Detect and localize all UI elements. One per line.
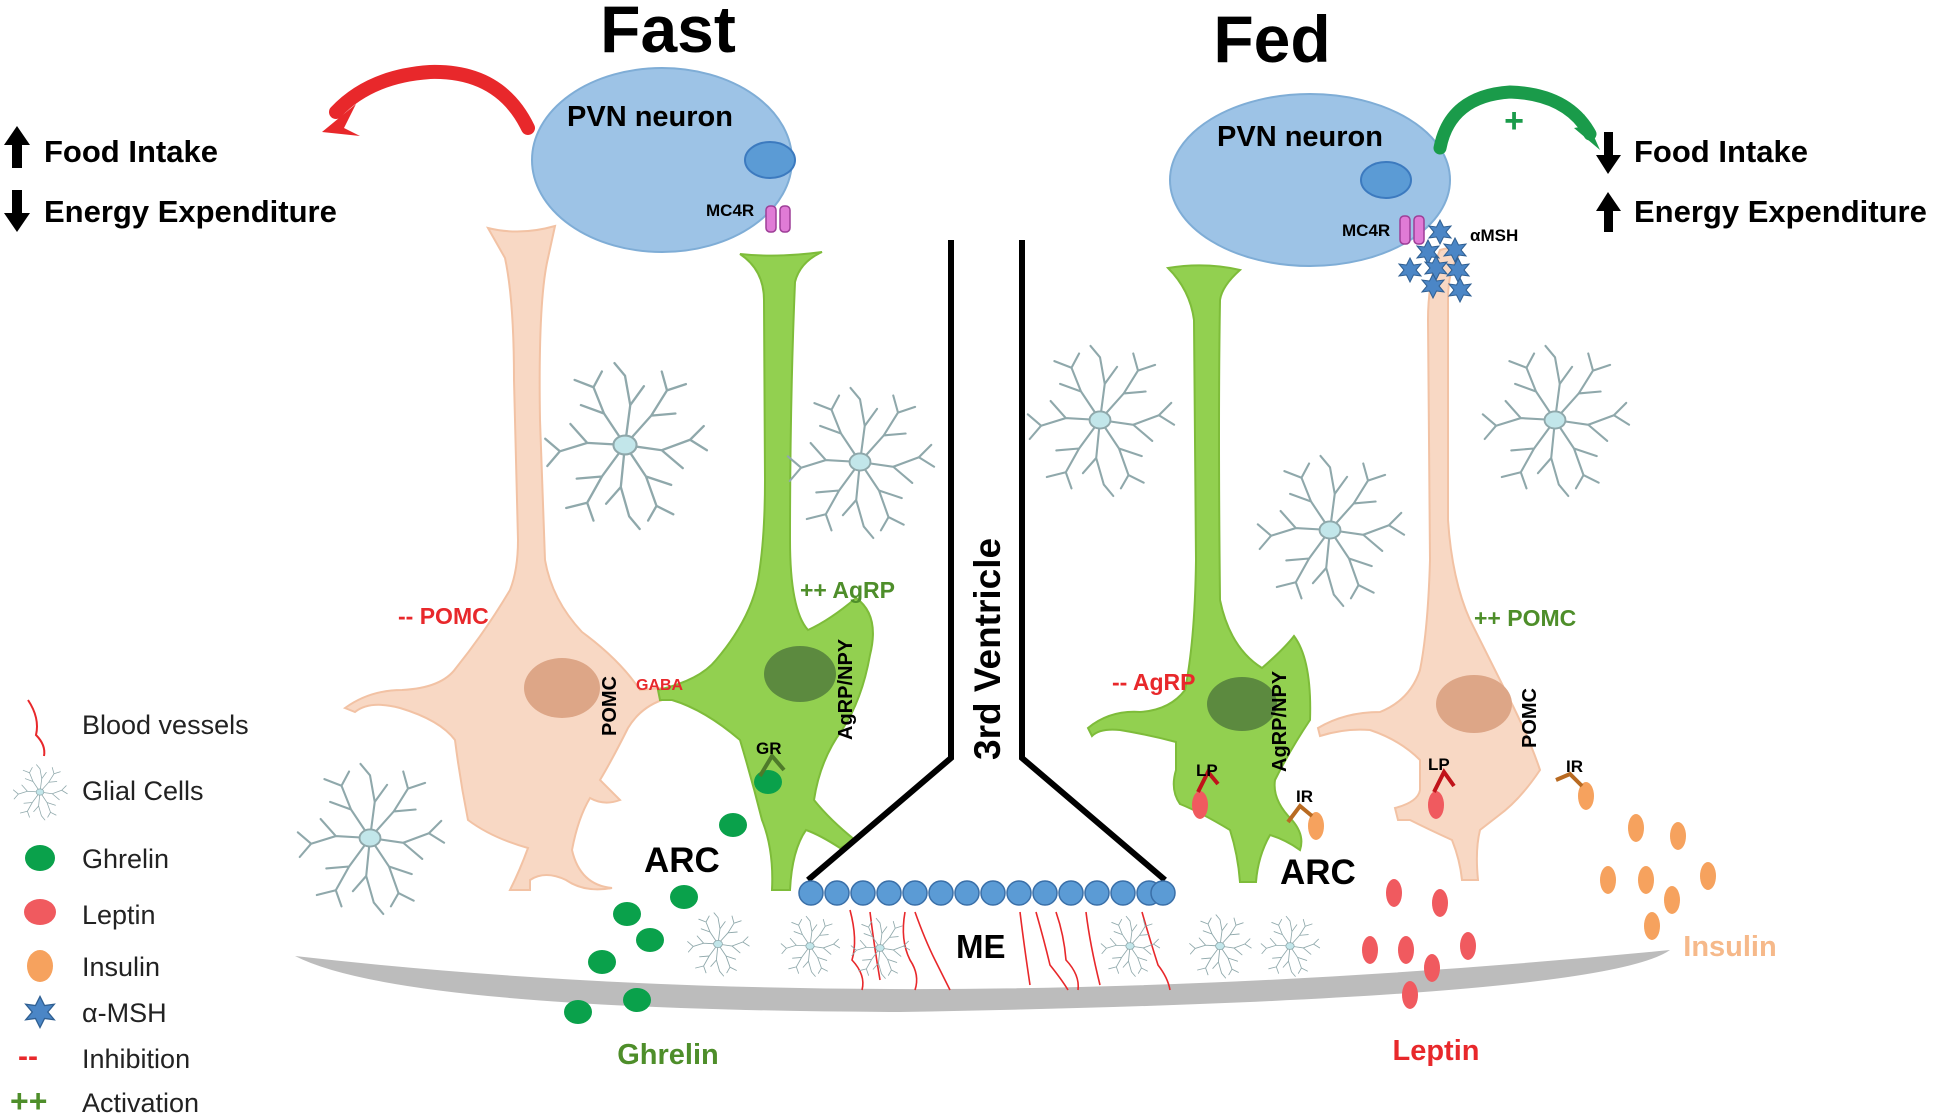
up-arrow-icon bbox=[1596, 192, 1621, 232]
insulin-bottom-label: Insulin bbox=[1683, 931, 1776, 963]
ghrelin-particles bbox=[564, 770, 782, 1024]
agrp-body-label-fast: AgRP/NPY bbox=[835, 638, 857, 740]
down-arrow-icon bbox=[1596, 132, 1621, 174]
mc4r-receptor-fed-1 bbox=[1399, 215, 1411, 245]
fast-title: Fast bbox=[600, 0, 736, 66]
minus-pomc-label: -- POMC bbox=[398, 603, 489, 629]
pvn-nucleus-fed bbox=[1360, 161, 1412, 199]
lp-label-agrp: LP bbox=[1196, 761, 1218, 780]
legend-item-activation: Activation bbox=[82, 1088, 199, 1116]
glial-cell bbox=[544, 361, 709, 531]
legend-item-amsh: α-MSH bbox=[82, 998, 167, 1028]
activation-plus-sign: + bbox=[1504, 102, 1524, 140]
amsh-label: αMSH bbox=[1470, 226, 1518, 245]
agrp-nucleus-fast bbox=[764, 646, 836, 702]
ir-label-pomc: IR bbox=[1566, 757, 1583, 776]
legend-item-ghrelin: Ghrelin bbox=[82, 844, 169, 874]
glial-cell bbox=[1256, 454, 1406, 608]
glial-cell bbox=[1189, 914, 1252, 979]
pomc-neuron-fast bbox=[342, 224, 663, 891]
glial-cell bbox=[1260, 915, 1321, 977]
mc4r-receptor-fast-1 bbox=[765, 205, 777, 233]
leptin-receptor-fed-agrp bbox=[1196, 768, 1220, 793]
ghrelin-bottom-label: Ghrelin bbox=[617, 1039, 719, 1071]
glial-cell bbox=[296, 762, 446, 916]
fed-title: Fed bbox=[1213, 2, 1330, 76]
legend-item-glial-cells: Glial Cells bbox=[82, 776, 204, 806]
activation-arrow-fed bbox=[1433, 85, 1600, 155]
down-arrow-icon bbox=[4, 190, 30, 232]
pomc-body-label-fast: POMC bbox=[599, 676, 621, 736]
leptin-particles bbox=[1192, 791, 1476, 1009]
pvn-label-fed: PVN neuron bbox=[1217, 121, 1383, 153]
me-label: ME bbox=[956, 928, 1006, 965]
ir-label-agrp: IR bbox=[1296, 787, 1313, 806]
third-ventricle bbox=[806, 240, 1167, 883]
legend-item-leptin: Leptin bbox=[82, 900, 156, 930]
amsh-star-icon bbox=[25, 995, 55, 1029]
pomc-nucleus-fast bbox=[524, 658, 600, 718]
agrp-nucleus-fed bbox=[1207, 677, 1277, 731]
insulin-dot-icon bbox=[27, 950, 53, 982]
lp-label-pomc: LP bbox=[1428, 755, 1450, 774]
pvn-nucleus-fast bbox=[744, 141, 796, 179]
arc-label-fed: ARC bbox=[1280, 853, 1356, 892]
activation-plus-icon: ++ bbox=[10, 1083, 47, 1116]
food-intake-fed: Food Intake bbox=[1634, 134, 1808, 169]
pvn-neuron-fed bbox=[1169, 93, 1451, 267]
glial-cell bbox=[1481, 344, 1631, 498]
insulin-receptor-fed-agrp bbox=[1286, 803, 1314, 824]
third-ventricle-label: 3rd Ventricle bbox=[967, 538, 1008, 760]
blood-vessels bbox=[849, 909, 1171, 991]
leptin-bottom-label: Leptin bbox=[1393, 1035, 1480, 1067]
pomc-nucleus-fed bbox=[1436, 675, 1512, 733]
minus-agrp-label: -- AgRP bbox=[1112, 669, 1195, 695]
legend: Blood vessels Glial Cells Ghrelin Leptin… bbox=[10, 699, 249, 1116]
mc4r-label-fast: MC4R bbox=[706, 201, 754, 220]
mc4r-label-fed: MC4R bbox=[1342, 221, 1390, 240]
inhibition-arrow-fast bbox=[322, 64, 535, 136]
pvn-label-fast: PVN neuron bbox=[567, 101, 733, 133]
agrp-body-label-fed: AgRP/NPY bbox=[1269, 670, 1291, 772]
agrp-neuron-fast bbox=[656, 251, 874, 891]
up-arrow-icon bbox=[4, 126, 30, 168]
plus-pomc-label: ++ POMC bbox=[1474, 605, 1576, 631]
glial-cell bbox=[687, 912, 750, 977]
pomc-body-label-fed: POMC bbox=[1519, 688, 1541, 748]
glial-cell bbox=[786, 386, 936, 540]
energy-expenditure-fast: Energy Expenditure bbox=[44, 194, 337, 229]
plus-agrp-label: ++ AgRP bbox=[800, 577, 895, 603]
glial-cell bbox=[1026, 344, 1176, 498]
blood-vessel-icon bbox=[27, 699, 46, 757]
food-intake-fast: Food Intake bbox=[44, 134, 218, 169]
glial-cell bbox=[780, 915, 841, 977]
ghrelin-receptor bbox=[758, 752, 786, 778]
insulin-particles bbox=[1308, 782, 1716, 940]
ghrelin-dot-icon bbox=[25, 845, 55, 871]
glial-cell bbox=[1100, 915, 1161, 977]
median-eminence-beads bbox=[798, 880, 1176, 906]
leptin-receptor-fed-pomc bbox=[1432, 768, 1456, 793]
mc4r-receptor-fed-2 bbox=[1413, 215, 1425, 245]
legend-item-blood-vessels: Blood vessels bbox=[82, 710, 249, 740]
arc-label-fast: ARC bbox=[644, 841, 720, 880]
gaba-label: GABA bbox=[636, 677, 684, 694]
glial-cell-icon bbox=[13, 764, 68, 821]
gr-label: GR bbox=[756, 739, 782, 758]
legend-item-insulin: Insulin bbox=[82, 952, 160, 982]
legend-item-inhibition: Inhibition bbox=[82, 1044, 190, 1074]
energy-expenditure-fed: Energy Expenditure bbox=[1634, 194, 1927, 229]
leptin-dot-icon bbox=[24, 899, 56, 925]
insulin-receptor-fed-pomc bbox=[1555, 771, 1584, 788]
mc4r-receptor-fast-2 bbox=[779, 205, 791, 233]
inhibition-dash-icon: -- bbox=[18, 1040, 38, 1073]
